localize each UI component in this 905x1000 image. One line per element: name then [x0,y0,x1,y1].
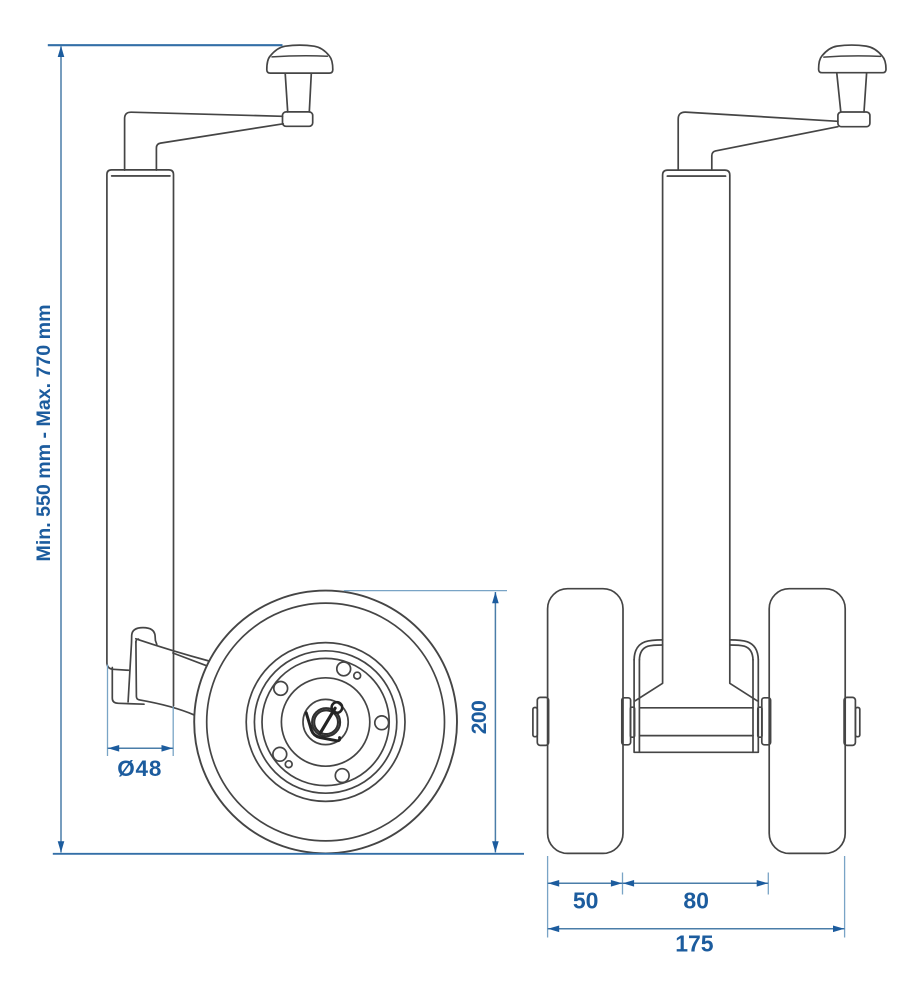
svg-text:200: 200 [468,701,491,735]
svg-text:Ø48: Ø48 [117,756,162,781]
svg-text:80: 80 [683,888,709,914]
svg-text:50: 50 [573,888,599,914]
svg-text:Min. 550 mm - Max. 770 mm: Min. 550 mm - Max. 770 mm [33,305,55,562]
svg-text:175: 175 [675,931,714,957]
